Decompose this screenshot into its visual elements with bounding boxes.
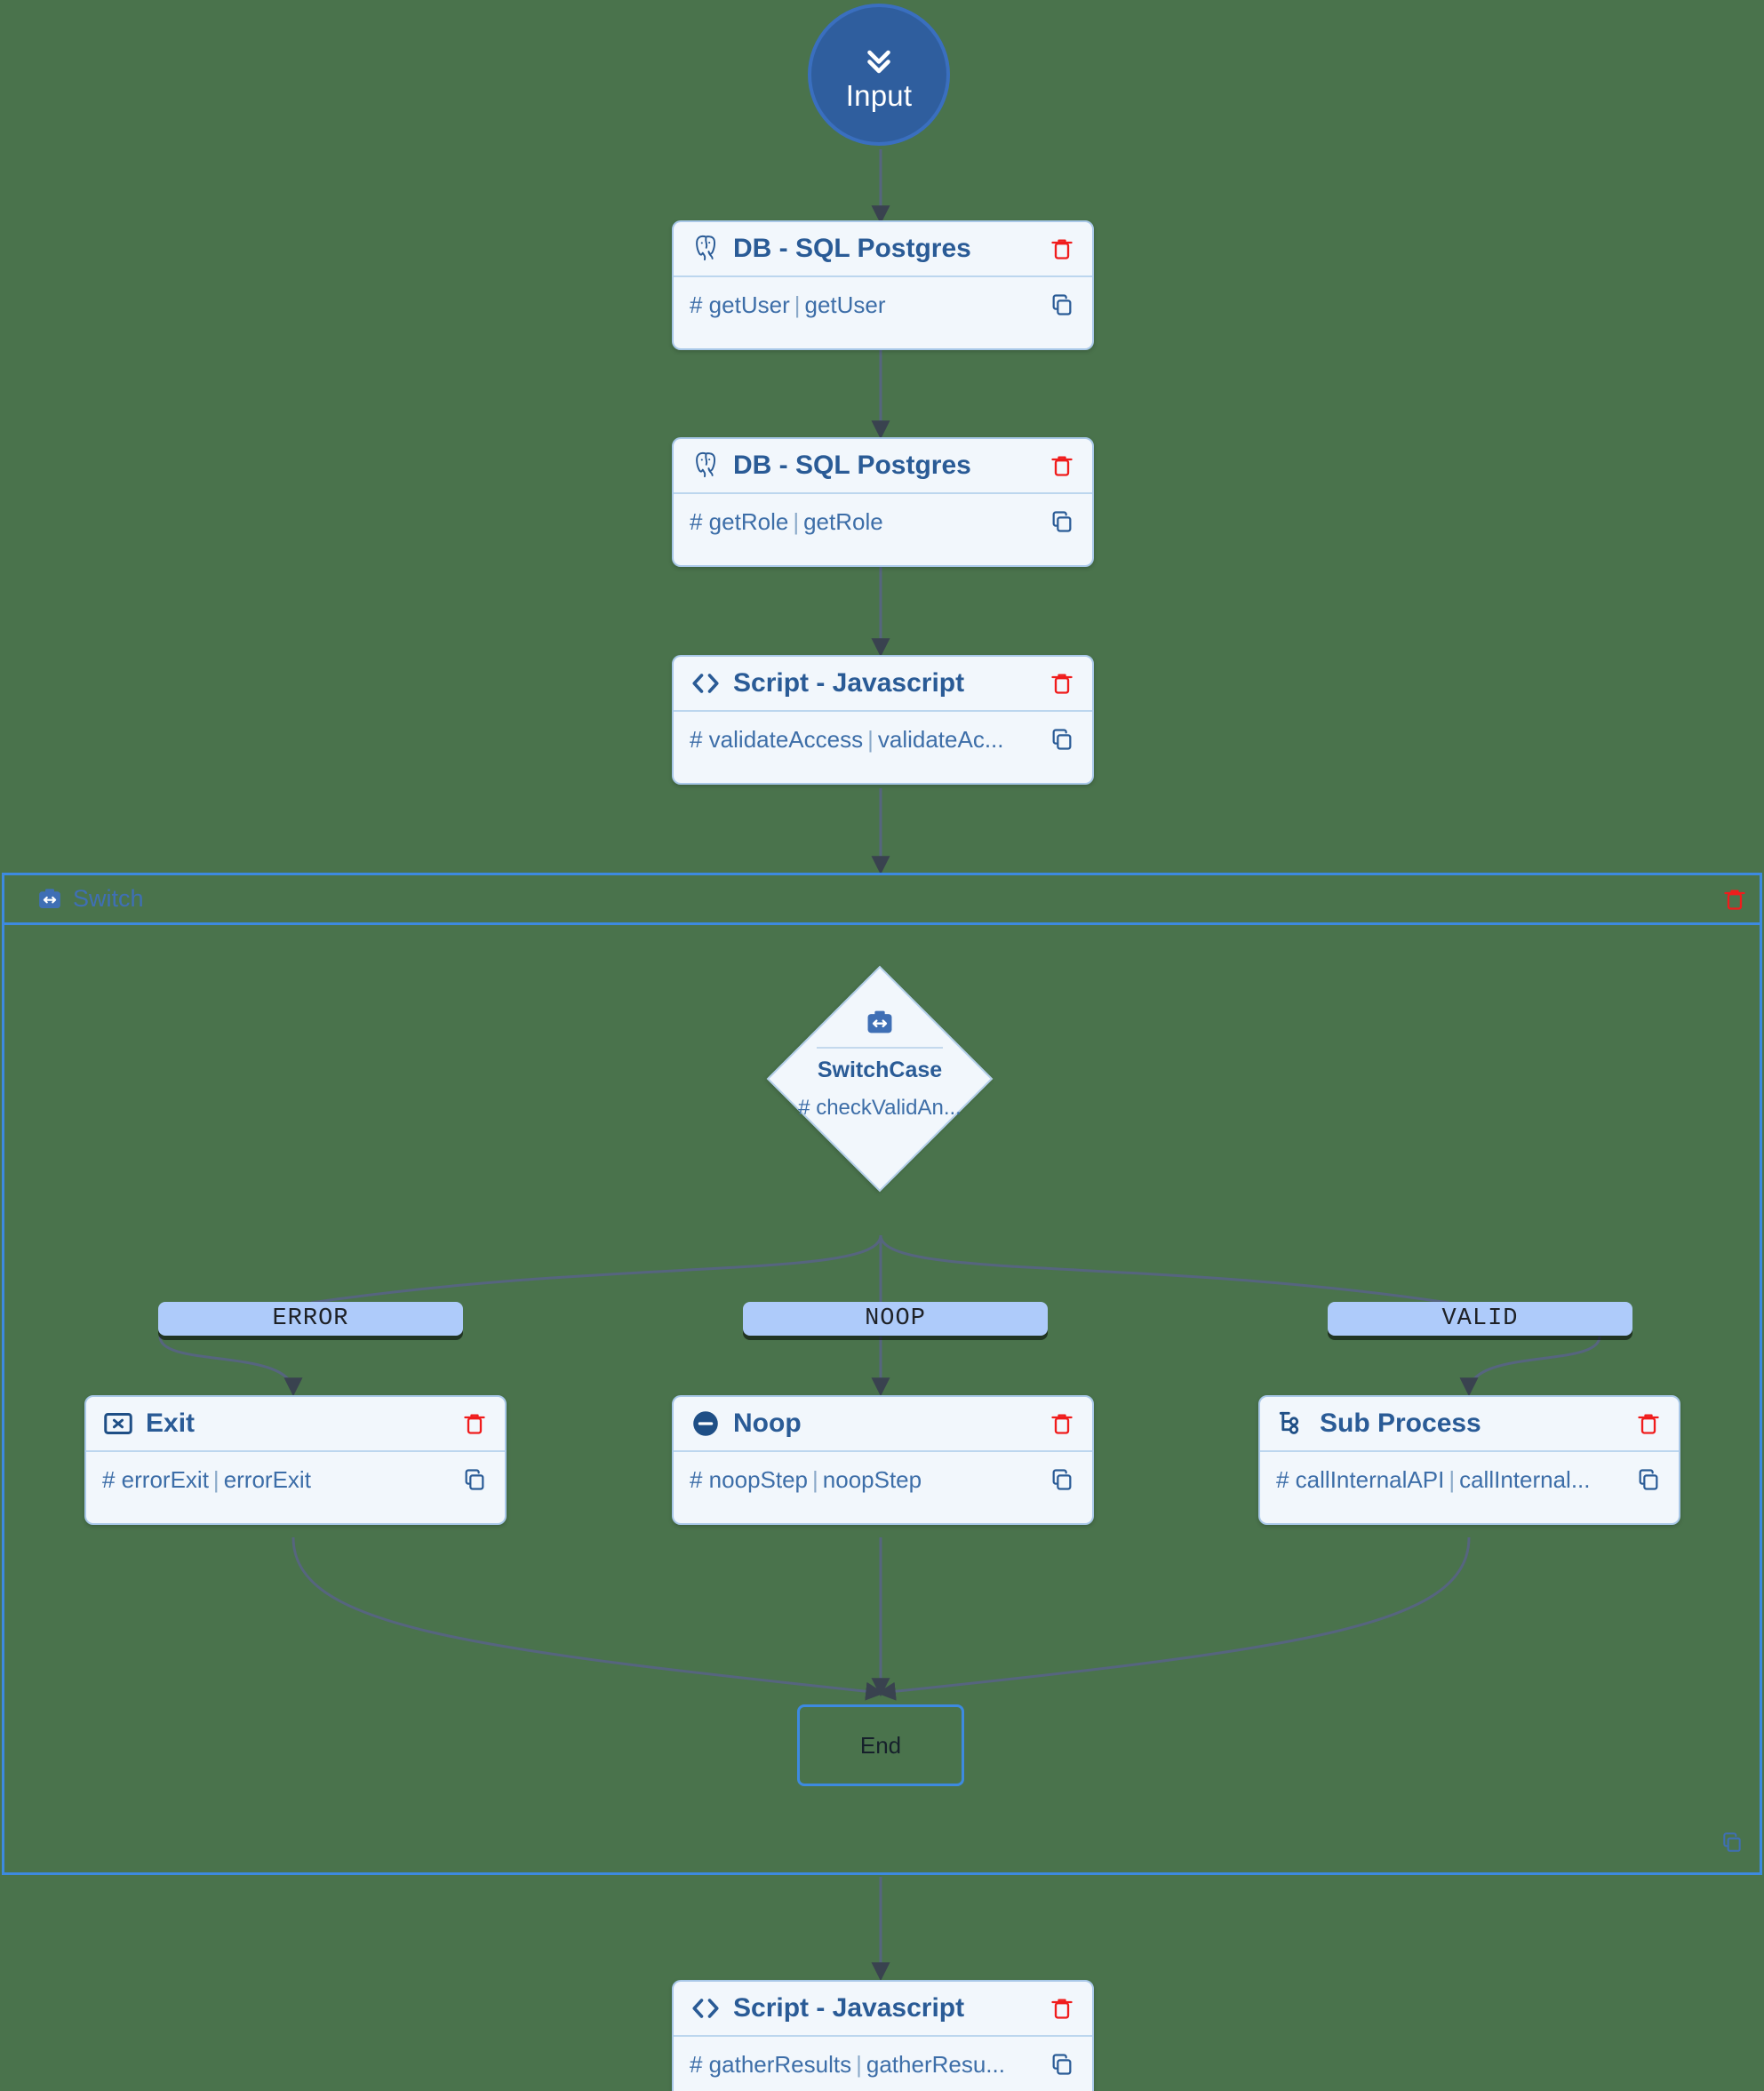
branch-pill-error[interactable]: ERROR bbox=[158, 1302, 463, 1336]
card-header: Exit bbox=[86, 1397, 505, 1452]
card-subtitle-name: errorExit bbox=[223, 1465, 311, 1493]
diamond-divider bbox=[817, 1047, 943, 1049]
card-subtitle-id: # noopStep bbox=[690, 1465, 809, 1493]
copy-icon[interactable] bbox=[1050, 726, 1074, 753]
card-subtitle: # errorExit|errorExit bbox=[102, 1466, 462, 1494]
step-card-noopStep[interactable]: Noop # noopStep|noopStep bbox=[672, 1395, 1094, 1525]
code-brackets-icon bbox=[690, 667, 722, 699]
switch-arrows-icon bbox=[867, 1010, 892, 1034]
step-card-validateAccess[interactable]: Script - Javascript # validateAccess|val… bbox=[672, 655, 1094, 785]
trash-icon[interactable] bbox=[1050, 452, 1074, 479]
end-node[interactable]: End bbox=[797, 1704, 964, 1786]
card-title: DB - SQL Postgres bbox=[733, 234, 971, 263]
trash-icon[interactable] bbox=[1636, 1410, 1661, 1437]
card-title: Script - Javascript bbox=[733, 668, 965, 698]
exit-box-x-icon bbox=[102, 1408, 134, 1440]
card-body: # errorExit|errorExit bbox=[86, 1452, 505, 1507]
card-subtitle-separator: | bbox=[1449, 1465, 1456, 1493]
trash-icon[interactable] bbox=[1722, 886, 1747, 913]
card-subtitle-id: # getUser bbox=[690, 291, 790, 318]
step-card-callInternalAPI[interactable]: Sub Process # callInternalAPI|callIntern… bbox=[1258, 1395, 1680, 1525]
trash-icon[interactable] bbox=[462, 1410, 487, 1437]
branch-pill-valid[interactable]: VALID bbox=[1328, 1302, 1632, 1336]
step-card-getRole[interactable]: DB - SQL Postgres # getRole|getRole bbox=[672, 437, 1094, 567]
copy-icon[interactable] bbox=[1050, 508, 1074, 535]
sub-process-tree-icon bbox=[1276, 1408, 1308, 1440]
card-header: Noop bbox=[674, 1397, 1092, 1452]
trash-icon[interactable] bbox=[1050, 1995, 1074, 2022]
card-body: # noopStep|noopStep bbox=[674, 1452, 1092, 1507]
card-subtitle-name: noopStep bbox=[822, 1465, 922, 1493]
copy-icon[interactable] bbox=[462, 1466, 487, 1493]
switch-case-subtitle: # checkValidAn... bbox=[798, 1096, 962, 1120]
card-body: # callInternalAPI|callInternal... bbox=[1260, 1452, 1679, 1507]
copy-icon[interactable] bbox=[1636, 1466, 1661, 1493]
card-subtitle: # getUser|getUser bbox=[690, 291, 1050, 319]
card-header: DB - SQL Postgres bbox=[674, 222, 1092, 277]
card-subtitle: # validateAccess|validateAc... bbox=[690, 726, 1050, 754]
input-node[interactable]: Input bbox=[808, 4, 950, 146]
step-card-getUser[interactable]: DB - SQL Postgres # getUser|getUser bbox=[672, 220, 1094, 350]
card-title: Exit bbox=[146, 1409, 196, 1438]
card-subtitle-name: validateAc... bbox=[877, 725, 1004, 753]
switch-container-title: Switch bbox=[73, 885, 144, 912]
card-subtitle: # noopStep|noopStep bbox=[690, 1466, 1050, 1494]
card-header: Sub Process bbox=[1260, 1397, 1679, 1452]
card-body: # validateAccess|validateAc... bbox=[674, 712, 1092, 767]
card-header: Script - Javascript bbox=[674, 657, 1092, 712]
card-subtitle-name: gatherResu... bbox=[866, 2050, 1005, 2078]
card-title: DB - SQL Postgres bbox=[733, 451, 971, 480]
card-subtitle-name: getRole bbox=[803, 507, 883, 535]
card-subtitle: # gatherResults|gatherResu... bbox=[690, 2051, 1050, 2079]
card-header: DB - SQL Postgres bbox=[674, 439, 1092, 494]
card-subtitle-separator: | bbox=[212, 1465, 220, 1493]
double-chevron-down-icon bbox=[867, 50, 890, 73]
card-body: # getRole|getRole bbox=[674, 494, 1092, 549]
card-subtitle-name: getUser bbox=[804, 291, 886, 318]
card-title: Noop bbox=[733, 1409, 802, 1438]
card-title: Sub Process bbox=[1320, 1409, 1481, 1438]
card-subtitle-id: # validateAccess bbox=[690, 725, 864, 753]
card-subtitle-separator: | bbox=[856, 2050, 862, 2078]
card-subtitle-id: # errorExit bbox=[102, 1465, 209, 1493]
switch-case-title: SwitchCase bbox=[817, 1057, 943, 1082]
copy-icon[interactable] bbox=[1050, 291, 1074, 318]
card-body: # getUser|getUser bbox=[674, 277, 1092, 332]
trash-icon[interactable] bbox=[1050, 670, 1074, 697]
trash-icon[interactable] bbox=[1050, 1410, 1074, 1437]
card-subtitle-separator: | bbox=[793, 507, 800, 535]
switch-container-header[interactable]: Switch bbox=[4, 875, 1760, 925]
card-body: # gatherResults|gatherResu... bbox=[674, 2037, 1092, 2091]
code-brackets-icon bbox=[690, 1992, 722, 2024]
input-label: Input bbox=[845, 78, 913, 112]
card-subtitle-name: callInternal... bbox=[1459, 1465, 1591, 1493]
branch-pill-noop[interactable]: NOOP bbox=[743, 1302, 1048, 1336]
trash-icon[interactable] bbox=[1050, 235, 1074, 262]
card-subtitle-separator: | bbox=[812, 1465, 818, 1493]
copy-icon[interactable] bbox=[1050, 1466, 1074, 1493]
postgres-elephant-icon bbox=[690, 450, 722, 482]
diamond-content: SwitchCase # checkValidAn... bbox=[770, 969, 990, 1189]
card-subtitle-id: # gatherResults bbox=[690, 2050, 852, 2078]
card-title: Script - Javascript bbox=[733, 1993, 965, 2023]
copy-icon[interactable] bbox=[1050, 2051, 1074, 2078]
step-card-gatherResults[interactable]: Script - Javascript # gatherResults|gath… bbox=[672, 1980, 1094, 2091]
card-subtitle-separator: | bbox=[794, 291, 801, 318]
step-card-errorExit[interactable]: Exit # errorExit|errorExit bbox=[84, 1395, 507, 1525]
minus-circle-icon bbox=[690, 1408, 722, 1440]
card-subtitle-id: # getRole bbox=[690, 507, 789, 535]
card-subtitle-separator: | bbox=[867, 725, 874, 753]
card-subtitle: # getRole|getRole bbox=[690, 508, 1050, 536]
copy-icon[interactable] bbox=[1720, 1830, 1744, 1855]
card-subtitle: # callInternalAPI|callInternal... bbox=[1276, 1466, 1636, 1494]
switch-case-node[interactable]: SwitchCase # checkValidAn... bbox=[766, 965, 994, 1193]
card-subtitle-id: # callInternalAPI bbox=[1276, 1465, 1445, 1493]
card-header: Script - Javascript bbox=[674, 1982, 1092, 2037]
switch-arrows-icon bbox=[39, 888, 60, 908]
postgres-elephant-icon bbox=[690, 233, 722, 265]
